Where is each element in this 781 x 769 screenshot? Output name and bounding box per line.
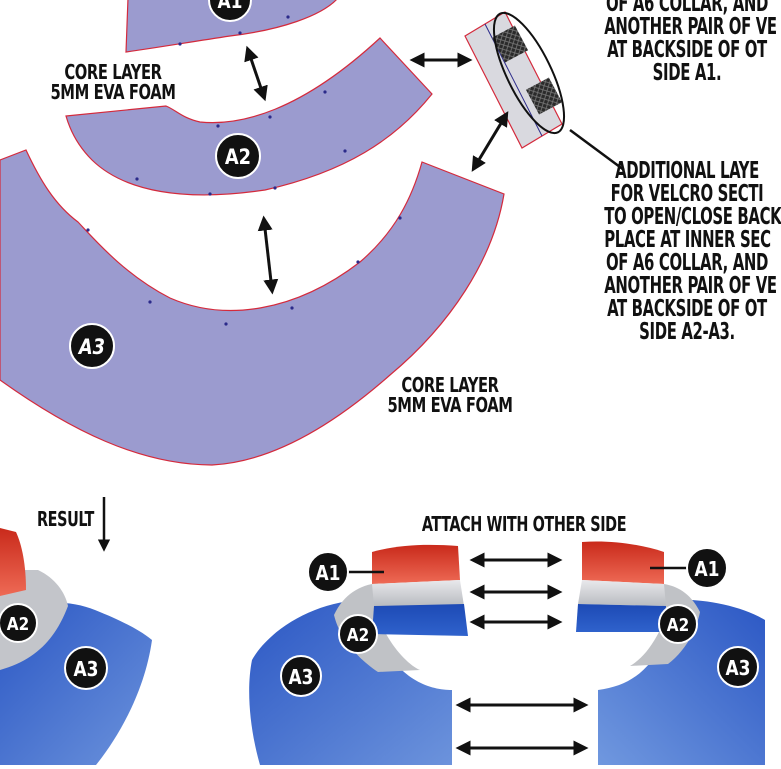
result-collar-red-band	[0, 528, 26, 596]
attach-right-blue-base	[598, 599, 765, 765]
attach-right-half	[576, 541, 765, 765]
piece-a3	[0, 149, 505, 466]
piece-a2-notches	[135, 90, 347, 196]
piece-a2	[65, 37, 433, 196]
badge-attach-right-a2-label: A2	[667, 614, 689, 636]
velcro-note-top-line-1: OF A6 COLLAR, AND	[605, 0, 769, 17]
velcro-strip	[464, 11, 625, 172]
core-layer-label-upper: CORE LAYER 5MM EVA FOAM	[43, 62, 182, 102]
badge-piece-a3-label: A3	[77, 335, 105, 360]
velcro-note-main-line-6: ANOTHER PAIR OF VE	[604, 273, 777, 299]
badge-piece-a2: A2	[215, 133, 261, 179]
result-collar	[0, 528, 152, 765]
attach-left-white-band	[372, 580, 464, 606]
attach-label-text: ATTACH WITH OTHER SIDE	[421, 512, 627, 536]
piece-a3-notches	[86, 216, 402, 326]
badge-attach-left-a1-label: A1	[316, 563, 341, 586]
badge-result-a3: A3	[64, 646, 108, 690]
badge-piece-a1: A1	[208, 0, 252, 22]
attach-left-half	[249, 544, 468, 765]
velcro-patch-lower	[525, 77, 563, 115]
attach-left-red-band	[372, 544, 460, 584]
result-label-text: RESULT	[37, 507, 94, 531]
badge-attach-left-a2-label: A2	[347, 624, 369, 646]
core-layer-label-lower-line-1: CORE LAYER	[401, 373, 499, 397]
badge-attach-right-a1: A1	[686, 547, 728, 589]
velcro-note-main-line-1: ADDITIONAL LAYE	[615, 158, 759, 184]
piece-a1	[125, 0, 337, 53]
badge-attach-left-a3: A3	[280, 655, 322, 697]
arrow-a3-velcro	[471, 111, 509, 172]
piece-a3-shape	[0, 149, 505, 466]
core-layer-label-upper-line-1: CORE LAYER	[64, 60, 162, 84]
result-label: RESULT	[37, 509, 94, 529]
badge-result-a2: A2	[0, 603, 38, 643]
badge-attach-right-a1-label: A1	[695, 559, 720, 582]
pattern-arrows	[244, 45, 509, 295]
velcro-patch-upper	[491, 25, 529, 63]
velcro-note-main-line-8: SIDE A2-A3.	[639, 319, 735, 345]
arrow-a1-a2	[244, 45, 268, 102]
velcro-note-top-line-4: SIDE A1.	[652, 60, 722, 86]
attach-right-white-band	[578, 580, 666, 606]
badge-attach-right-a3-label: A3	[726, 658, 751, 681]
badge-attach-left-a1: A1	[307, 551, 349, 593]
piece-a1-notches	[178, 15, 290, 46]
attach-right-red-band	[582, 541, 664, 584]
core-layer-label-upper-line-2: 5MM EVA FOAM	[50, 80, 176, 104]
attach-arrows	[455, 552, 589, 756]
velcro-callout-ellipse	[492, 11, 566, 135]
attach-left-blue-base	[249, 599, 452, 765]
attach-label: ATTACH WITH OTHER SIDE	[420, 514, 628, 534]
badge-piece-a1-label: A1	[218, 0, 243, 13]
badge-result-a3-label: A3	[74, 659, 99, 682]
piece-a1-shape	[125, 0, 337, 53]
badge-attach-right-a2: A2	[658, 604, 698, 644]
velcro-note-main-line-7: AT BACKSIDE OF OT	[607, 296, 767, 322]
velcro-callout-leader	[569, 128, 625, 172]
velcro-note-main-line-3: TO OPEN/CLOSE BACK	[604, 204, 781, 230]
collar-pattern-diagram: A1 A2 A3 A2 A3 A1 A2 A3	[0, 0, 765, 765]
attach-left-blue-band	[372, 604, 468, 636]
velcro-note-main-line-5: OF A6 COLLAR, AND	[605, 250, 769, 276]
attach-right-blue-band	[576, 604, 666, 632]
velcro-note-top-line-2: ANOTHER PAIR OF VE	[604, 14, 777, 40]
arrow-a2-a3	[257, 215, 279, 295]
velcro-note-top-line-3: AT BACKSIDE OF OT	[607, 37, 767, 63]
piece-a2-shape	[65, 37, 433, 196]
core-layer-label-lower: CORE LAYER 5MM EVA FOAM	[380, 375, 519, 415]
badge-leaders	[348, 566, 688, 574]
velcro-note-main-line-4: PLACE AT INNER SEC	[604, 227, 771, 253]
badge-result-a2-label: A2	[7, 613, 29, 635]
core-layer-label-lower-line-2: 5MM EVA FOAM	[387, 393, 513, 417]
badge-attach-right-a3: A3	[717, 646, 759, 688]
velcro-note-top: OF A6 COLLAR, AND ANOTHER PAIR OF VE AT …	[604, 0, 777, 86]
badge-attach-left-a2: A2	[338, 614, 378, 654]
velcro-note-main: ADDITIONAL LAYE FOR VELCRO SECTI TO OPEN…	[604, 158, 781, 345]
badge-attach-left-a3-label: A3	[289, 667, 314, 690]
badge-piece-a3: A3	[69, 323, 115, 369]
badge-piece-a2-label: A2	[225, 145, 251, 170]
velcro-note-main-line-2: FOR VELCRO SECTI	[610, 181, 764, 207]
